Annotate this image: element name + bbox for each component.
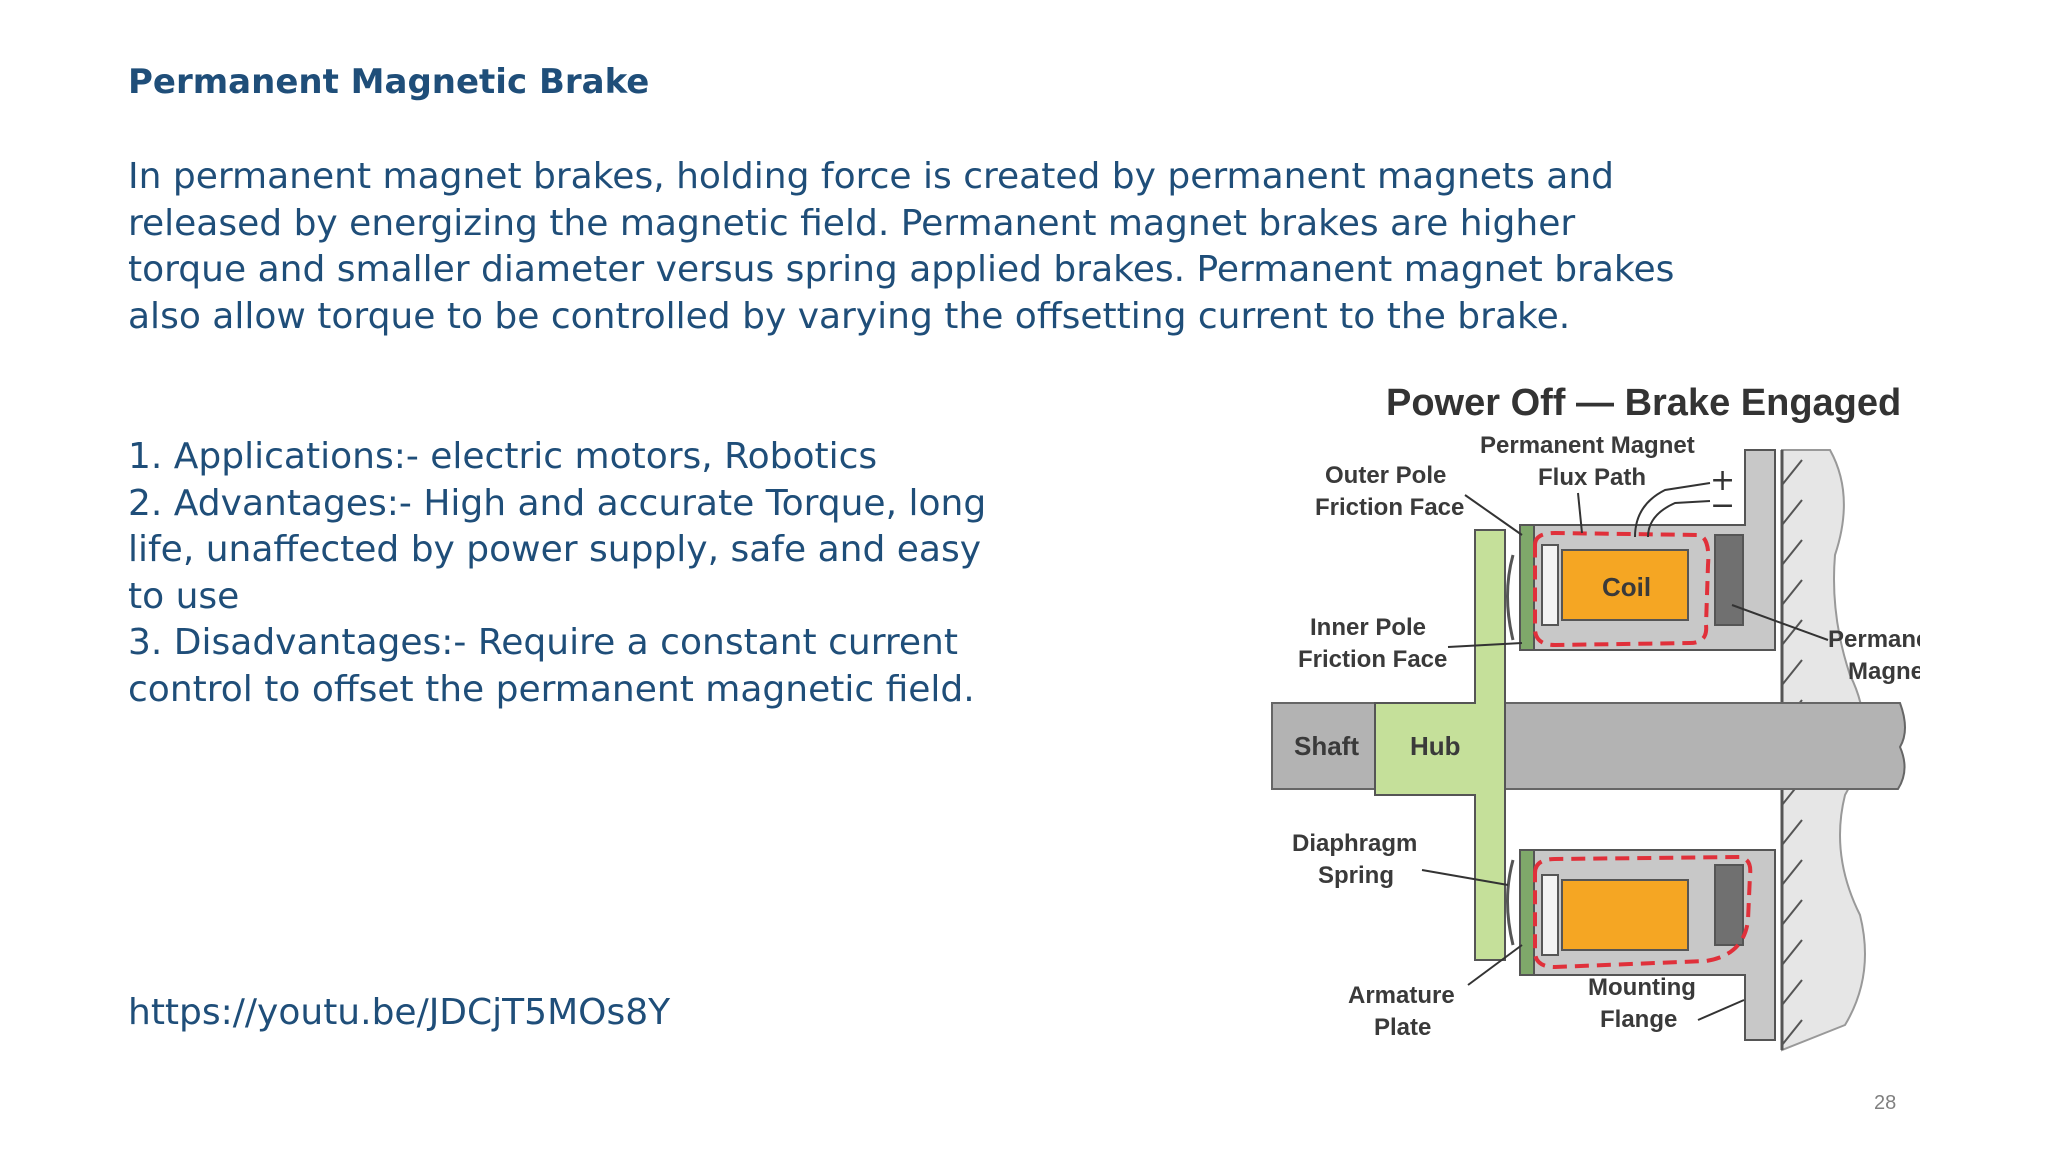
armature-plate-top xyxy=(1519,524,1535,651)
mounting-flange-label-line2: Flange xyxy=(1600,1006,1677,1033)
inner-pole-top xyxy=(1541,544,1559,626)
inner-pole-label-line1: Inner Pole xyxy=(1310,614,1426,641)
inner-pole-bottom xyxy=(1541,874,1559,956)
permanent-magnet-bottom xyxy=(1714,864,1744,946)
armature-label-line1: Armature xyxy=(1348,982,1455,1009)
diagram-title: Power Off — Brake Engaged xyxy=(1386,382,1901,424)
minus-sign: − xyxy=(1710,488,1735,523)
brake-diagram: Power Off — Brake Engaged xyxy=(1271,382,1920,1052)
list-item: 2. Advantages:- High and accurate Torque… xyxy=(128,482,987,617)
coil-bottom xyxy=(1561,879,1689,951)
coil-wire-2 xyxy=(1647,500,1711,538)
intro-paragraph: In permanent magnet brakes, holding forc… xyxy=(128,156,1675,337)
coil-wire-1 xyxy=(1634,482,1711,538)
permanent-magnet-label-line2: Magnet xyxy=(1848,658,1920,685)
page-number: 28 xyxy=(1874,1092,1897,1114)
permanent-magnet-top xyxy=(1714,534,1744,626)
list-item: 3. Disadvantages:- Require a constant cu… xyxy=(128,622,975,710)
hub-label: Hub xyxy=(1410,731,1461,761)
shaft-label: Shaft xyxy=(1294,731,1359,761)
mounting-flange-label-line1: Mounting xyxy=(1588,974,1696,1001)
armature-label-line2: Plate xyxy=(1374,1014,1431,1041)
diaphragm-label-line1: Diaphragm xyxy=(1292,830,1417,857)
leader-lines xyxy=(1421,492,1829,1021)
hub xyxy=(1374,529,1506,961)
armature-plate-bottom xyxy=(1519,849,1535,976)
youtube-link[interactable]: https://youtu.be/JDCjT5MOs8Y xyxy=(128,992,671,1033)
pm-flux-label-line1: Permanent Magnet xyxy=(1480,432,1695,459)
inner-pole-label-line2: Friction Face xyxy=(1298,646,1447,673)
diaphragm-spring-top xyxy=(1506,554,1515,641)
outer-pole-label-line1: Outer Pole xyxy=(1325,462,1446,489)
permanent-magnet-label-line1: Permanent xyxy=(1828,626,1920,653)
list-item: 1. Applications:- electric motors, Robot… xyxy=(128,436,878,477)
diaphragm-spring-bottom xyxy=(1506,859,1515,946)
shaft xyxy=(1271,702,1906,790)
diaphragm-label-line2: Spring xyxy=(1318,862,1394,889)
plus-sign: + xyxy=(1710,463,1735,498)
slide-title: Permanent Magnetic Brake xyxy=(128,62,650,102)
bullet-list: 1. Applications:- electric motors, Robot… xyxy=(128,434,1028,713)
pm-flux-label-line2: Flux Path xyxy=(1538,464,1646,491)
coil-label: Coil xyxy=(1602,572,1651,602)
coil-top xyxy=(1561,549,1689,621)
outer-pole-label-line2: Friction Face xyxy=(1315,494,1464,521)
